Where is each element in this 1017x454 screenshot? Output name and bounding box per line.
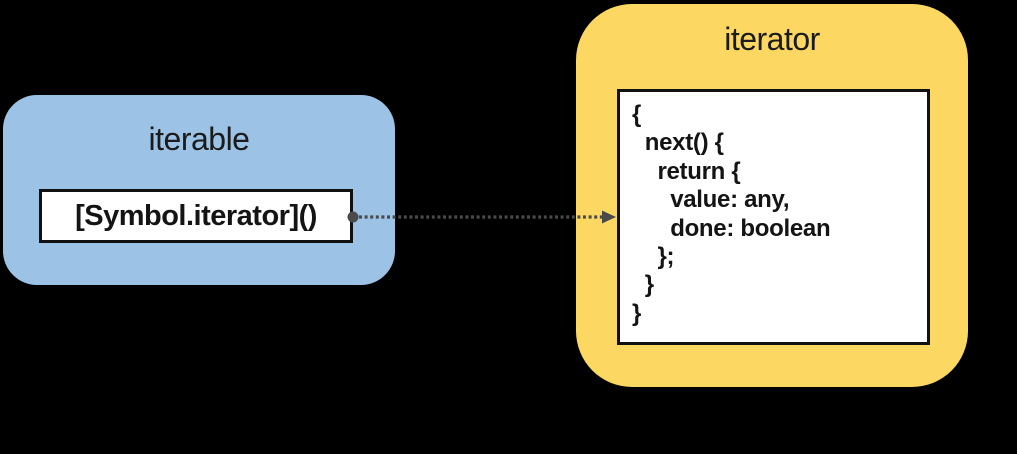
iterator-box: iterator { next() { return { value: any,… xyxy=(576,4,968,387)
iterator-code-line: done: boolean xyxy=(632,214,831,242)
iterator-code-line: return { xyxy=(632,157,741,185)
iterator-title: iterator xyxy=(724,21,820,57)
symbol-iterator-method-box: [Symbol.iterator]() xyxy=(39,189,353,243)
iterable-box: iterable [Symbol.iterator]() xyxy=(3,95,395,285)
iterator-code-line: next() { xyxy=(632,129,724,157)
iterator-code-line: }; xyxy=(632,243,675,271)
iterable-title: iterable xyxy=(148,121,250,157)
iterator-code-line: } xyxy=(632,299,642,327)
arrow-head-icon xyxy=(602,210,616,224)
iterator-return-arrow xyxy=(347,210,616,224)
iterator-code-line: { xyxy=(632,101,642,128)
arrow-start-dot xyxy=(347,211,359,223)
iterator-code-box: { next() { return { value: any, done: bo… xyxy=(617,89,930,345)
symbol-iterator-label: [Symbol.iterator]() xyxy=(75,199,317,232)
iterator-code-line: } xyxy=(632,271,654,299)
iterator-code-line: value: any, xyxy=(632,186,790,214)
